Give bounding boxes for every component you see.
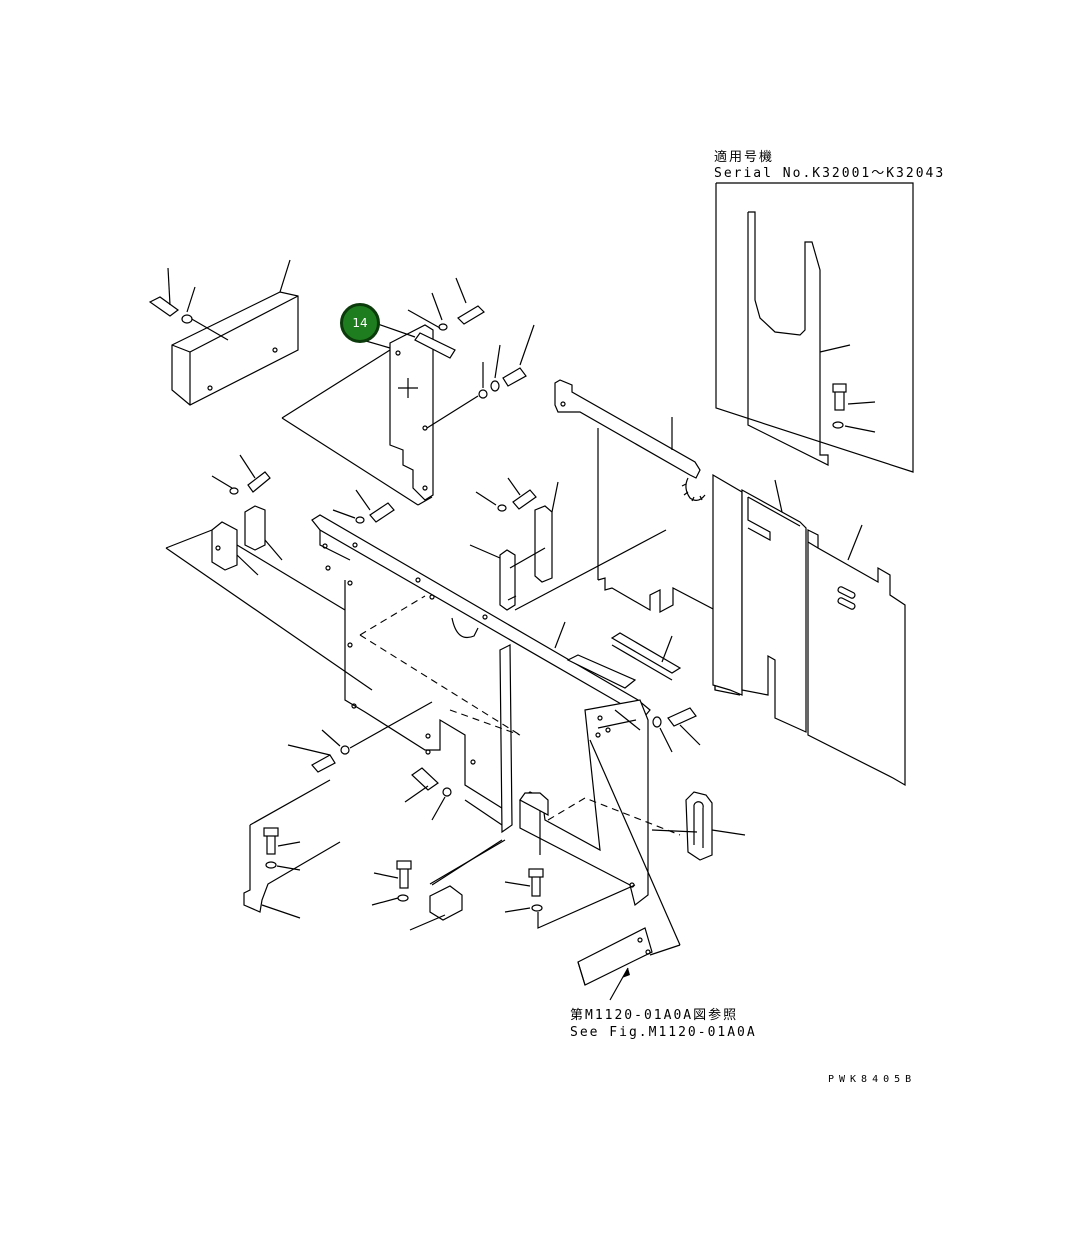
part-vertical-plate [281,277,535,506]
part-callout-14[interactable]: 14 [340,303,380,343]
part-long-bar [554,379,741,696]
part-referenced-cover [577,739,681,1001]
inset-serial: Serial No.K32001～K32043 [714,166,946,181]
part-left-pads [165,454,373,691]
drawing-code: PWK8405B [828,1074,917,1085]
inset-title: 適用号機 [714,150,775,165]
part-main-frame [311,514,682,907]
reference-jp: 第M1120-01A0A図参照 [570,1008,739,1023]
part-cover-box [148,259,299,406]
part-frame-bolts [332,477,667,649]
part-right-panels [712,473,906,787]
part-lower-hardware [243,701,746,931]
reference-en: See Fig.M1120-01A0A [570,1025,757,1040]
inset-frame [715,182,914,473]
